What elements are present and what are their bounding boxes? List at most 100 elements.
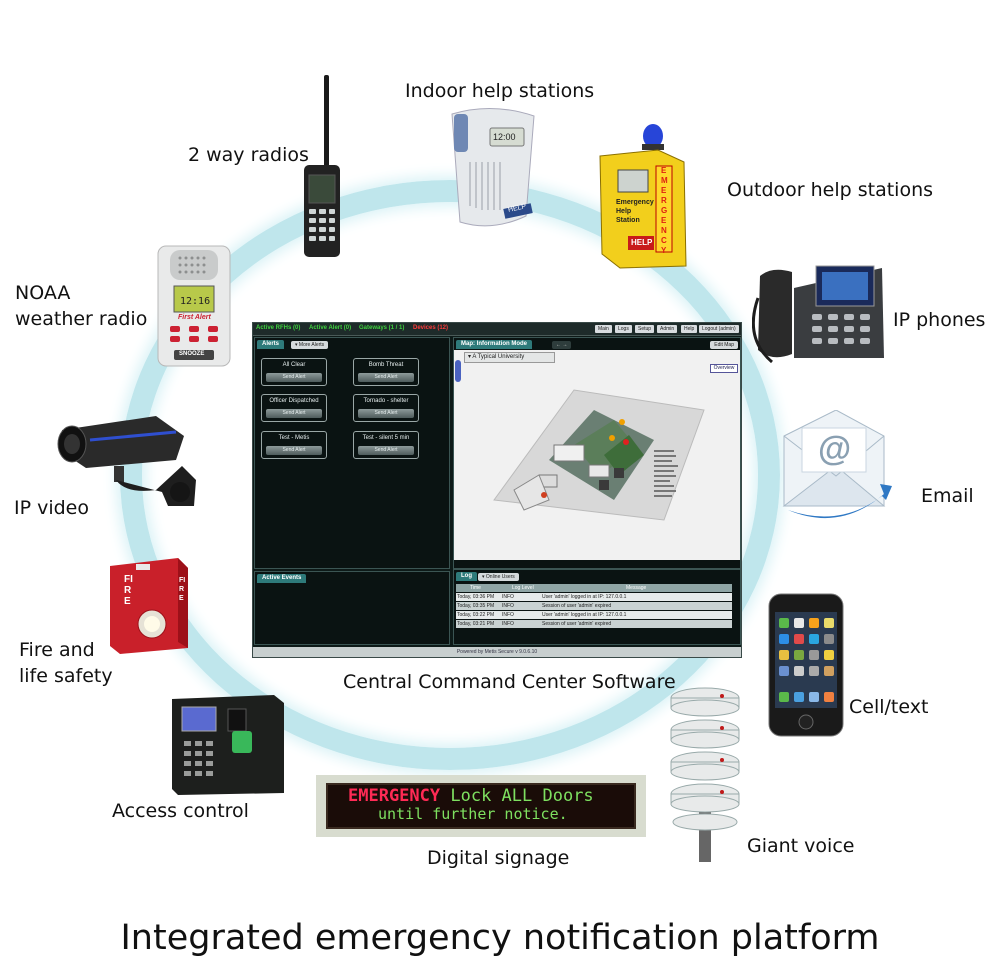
log-header-level: Log Level [512,585,534,591]
log-panel: Log ▾ Online Users Time Log Level Messag… [453,569,741,645]
alert-card-test-metis: Test - Metis Send Alert [261,431,327,459]
label-access-control: Access control [112,800,249,822]
status-active-alert[interactable]: Active Alert (0) [309,325,352,331]
online-users-dropdown[interactable]: ▾ Online Users [478,573,519,581]
log-message: User 'admin' logged in at IP: 127.0.0.1 [542,594,627,600]
log-time: Today, 03:21 PM [457,621,495,627]
footer-text: Powered by Metis Secure v 9.0.6.10 [456,649,538,655]
alert-name: Tornado - shelter [363,398,409,404]
nav-help[interactable]: Help [681,325,698,333]
nav-main[interactable]: Main [595,325,612,333]
log-level: INFO [502,612,514,618]
alert-name: Test - silent 5 min [362,435,410,441]
log-level: INFO [502,603,514,609]
log-header-time: Time [470,585,481,591]
giant-voice-speaker-icon [670,687,740,862]
map-nav-arrows[interactable]: ← → [552,341,572,349]
send-alert-button[interactable]: Send Alert [266,446,322,455]
send-alert-button[interactable]: Send Alert [266,409,322,418]
log-message: User 'admin' logged in at IP: 127.0.0.1 [542,612,627,618]
label-2-way-radios: 2 way radios [188,144,309,166]
send-alert-button[interactable]: Send Alert [358,446,414,455]
campus-map[interactable]: ▾ A Typical University Overview [454,350,740,560]
outdoor-vertical-text: EMERGENCY [661,166,668,255]
label-cell-text: Cell/text [849,696,929,718]
digital-signage-icon: EMERGENCY Lock ALL Doors until further n… [316,775,646,837]
two-way-radio-icon [304,75,340,257]
nav-admin[interactable]: Admin [657,325,678,333]
send-alert-button[interactable]: Send Alert [358,409,414,418]
signage-lock-text: Lock ALL Doors [450,786,594,806]
outdoor-help-text: HELP [631,238,653,247]
indoor-help-station-icon: 12:00 HELP [446,106,538,230]
signage-line2-text: until further notice. [378,805,568,823]
label-fire-and: Fire and [19,639,95,661]
edit-map-button[interactable]: Edit Map [710,341,738,349]
ip-phone-icon [752,265,884,364]
alert-name: All Clear [282,362,306,368]
status-gateways[interactable]: Gateways (1 / 1) [359,325,405,331]
log-header-message: Message [626,585,647,591]
log-level: INFO [502,594,514,600]
log-time: Today, 03:22 PM [457,612,495,618]
fire-alarm-icon: FIRE FIRE [108,558,190,654]
label-digital-signage: Digital signage [427,847,570,869]
tab-active-events[interactable]: Active Events [257,574,307,583]
signage-emergency-text: EMERGENCY [348,786,441,806]
label-ip-phones: IP phones [893,309,986,331]
label-giant-voice: Giant voice [747,835,855,857]
nav-logs[interactable]: Logs [615,325,632,333]
alerts-panel: Alerts ▾ More Alerts All Clear Send Aler… [254,337,450,569]
outdoor-help-station-icon: EMERGENCY Emergency Help Station HELP [598,122,688,270]
log-row[interactable]: Today, 03:35 PM INFO Session of user 'ad… [456,602,732,610]
email-icon: @ [780,410,892,528]
log-row[interactable]: Today, 03:21 PM INFO Session of user 'ad… [456,620,732,628]
tab-map[interactable]: Map: Information Mode [456,340,532,349]
label-central-command-center: Central Command Center Software [343,671,676,693]
cell-phone-icon [768,593,844,737]
status-active-rfhs[interactable]: Active RFHs (0) [256,325,301,331]
log-message: Session of user 'admin' expired [542,603,612,609]
log-time: Today, 03:35 PM [457,603,495,609]
outdoor-body-text: Emergency Help Station [616,199,654,224]
tab-log[interactable]: Log [456,572,477,581]
log-header-row: Time Log Level Message [456,584,732,592]
label-noaa: NOAA [15,282,71,304]
label-indoor-help-stations: Indoor help stations [405,80,595,102]
fire-text-left: FIRE [124,574,133,607]
noaa-snooze-text: SNOOZE [179,351,205,357]
page-title: Integrated emergency notification platfo… [120,918,880,958]
alert-name: Test - Metis [278,435,310,441]
alert-name: Bomb Threat [368,362,404,368]
nav-setup[interactable]: Setup [635,325,655,333]
send-alert-button[interactable]: Send Alert [358,373,414,382]
overview-button[interactable]: Overview [710,364,738,373]
log-row[interactable]: Today, 03:22 PM INFO User 'admin' logged… [456,611,732,619]
tab-alerts[interactable]: Alerts [257,340,285,349]
ip-video-camera-icon [57,416,196,506]
events-panel: Active Events [254,571,450,645]
nav-logout[interactable]: Logout (admin) [699,325,739,333]
indoor-clock-text: 12:00 [493,132,516,142]
send-alert-button[interactable]: Send Alert [266,373,322,382]
more-alerts-dropdown[interactable]: ▾ More Alerts [291,341,329,349]
log-message: Session of user 'admin' expired [542,621,612,627]
software-footer: Powered by Metis Secure v 9.0.6.10 [253,647,741,657]
alert-card-bomb-threat: Bomb Threat Send Alert [353,358,419,386]
log-time: Today, 03:36 PM [457,594,495,600]
log-row[interactable]: Today, 03:36 PM INFO User 'admin' logged… [456,593,732,601]
status-devices[interactable]: Devices (12) [413,325,449,331]
label-email: Email [921,485,974,507]
alert-card-test-silent: Test - silent 5 min Send Alert [353,431,419,459]
alert-card-officer-dispatched: Officer Dispatched Send Alert [261,394,327,422]
noaa-time-text: 12:16 [180,296,211,307]
noaa-brand-text: First Alert [178,314,211,321]
zoom-control[interactable] [455,360,461,382]
log-level: INFO [502,621,514,627]
map-location-select[interactable]: ▾ A Typical University [464,352,555,363]
alert-card-all-clear: All Clear Send Alert [261,358,327,386]
label-outdoor-help-stations: Outdoor help stations [727,179,934,201]
label-life-safety: life safety [19,665,113,687]
alert-card-tornado: Tornado - shelter Send Alert [353,394,419,422]
label-ip-video: IP video [14,497,89,519]
